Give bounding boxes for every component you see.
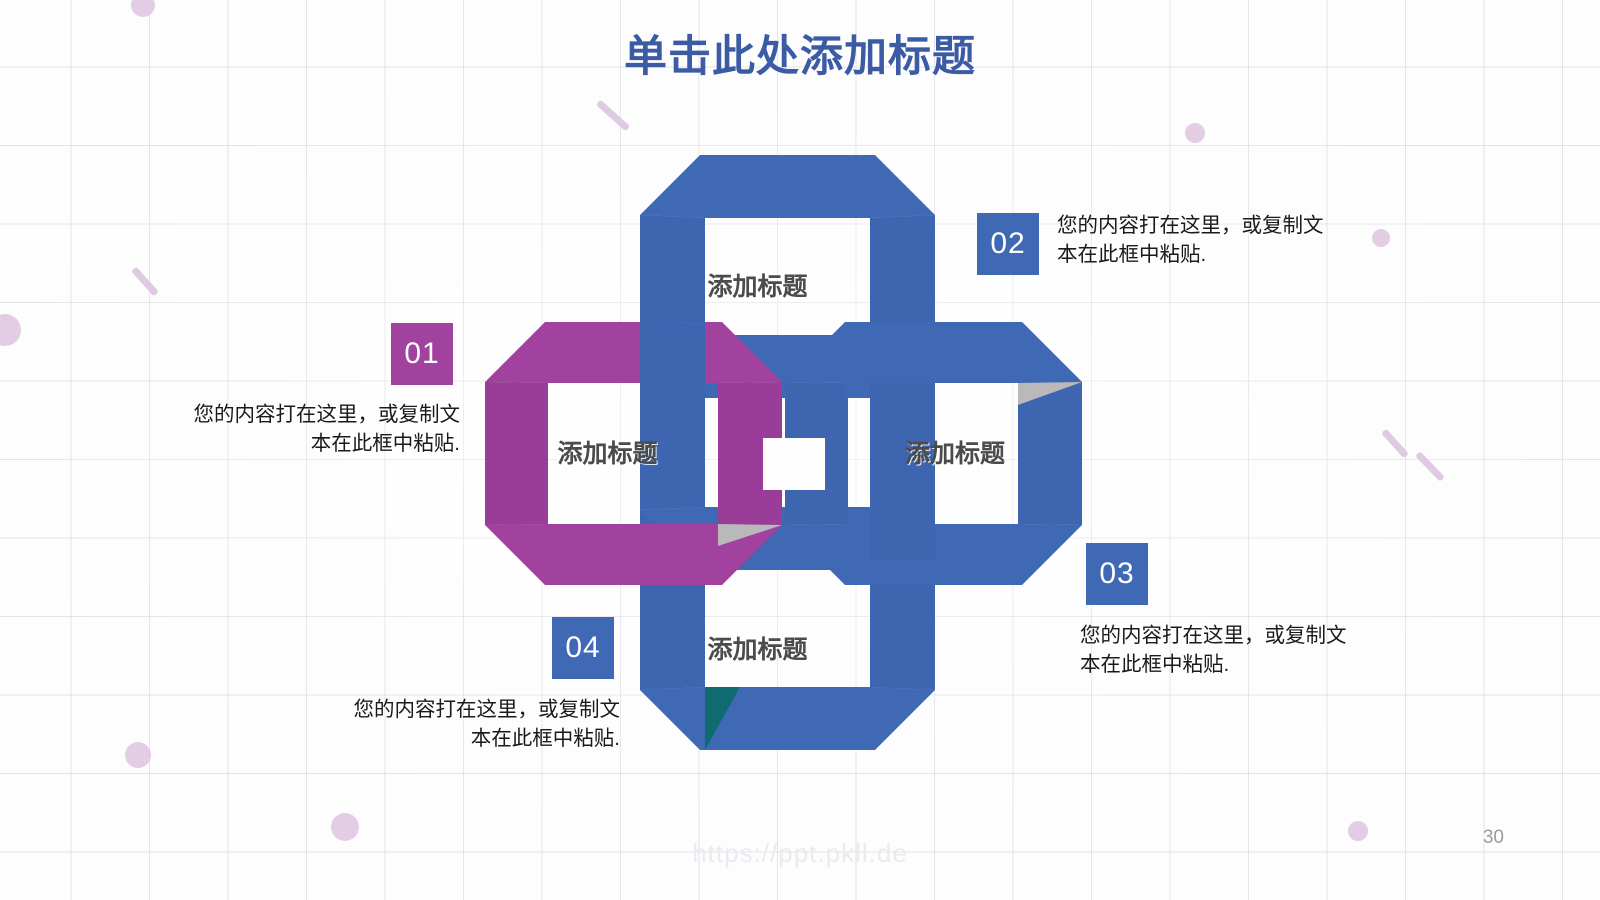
badge-02[interactable]: 02 <box>977 213 1039 275</box>
item-text-03: 您的内容打在这里，或复制文本在此框中粘贴. <box>1080 624 1347 677</box>
badge-04[interactable]: 04 <box>552 617 614 679</box>
badge-01[interactable]: 01 <box>391 323 453 385</box>
decorative-dot <box>331 813 359 841</box>
weave-overlay-right-over-top <box>845 322 1082 405</box>
ring-label-left: 添加标题 <box>557 440 658 468</box>
page-title: 单击此处添加标题 <box>624 33 976 81</box>
ring-label-right: 添加标题 <box>904 440 1005 468</box>
item-text-01: 您的内容打在这里，或复制文本在此框中粘贴. <box>193 403 461 456</box>
decorative-dot <box>0 314 21 346</box>
decorative-dot <box>125 742 151 768</box>
decorative-dot <box>1185 123 1205 143</box>
weave-overlay-top-over-left <box>640 322 705 385</box>
item-text-02: 您的内容打在这里，或复制文本在此框中粘贴. <box>1057 214 1324 267</box>
decorative-dot <box>1372 229 1390 247</box>
center-negative-space <box>763 438 825 490</box>
page-number: 30 <box>1482 827 1504 848</box>
item-text-04: 您的内容打在这里，或复制文本在此框中粘贴. <box>353 698 621 751</box>
decorative-dot <box>1348 821 1368 841</box>
badge-03[interactable]: 03 <box>1086 543 1148 605</box>
ring-label-bottom: 添加标题 <box>707 636 808 664</box>
watermark-url: https://ppt.pkll.de <box>692 838 908 868</box>
decorative-dot <box>131 0 155 17</box>
ring-label-top: 添加标题 <box>707 273 808 301</box>
